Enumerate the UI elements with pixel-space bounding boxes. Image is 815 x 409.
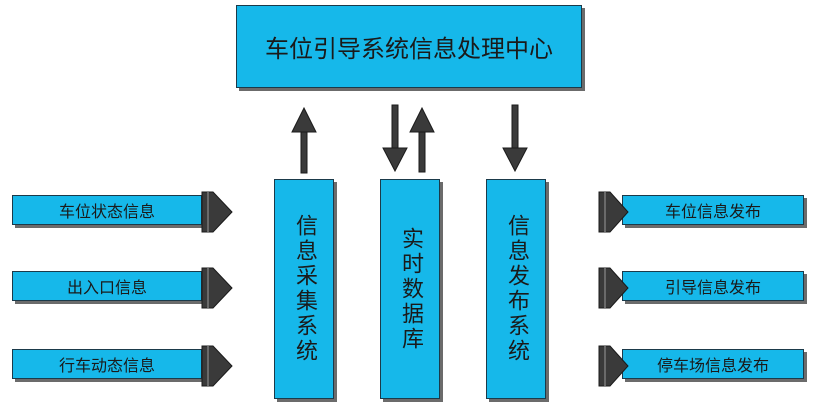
input-label-1: 车位状态信息 bbox=[58, 202, 155, 221]
up-arrow-database-icon bbox=[409, 106, 435, 173]
input-arrowhead-1-icon bbox=[201, 191, 233, 233]
input-box-3: 行车动态信息 bbox=[12, 349, 202, 379]
output-box-2: 引导信息发布 bbox=[622, 271, 804, 301]
collection-system-label: 信息采集系统 bbox=[292, 214, 317, 364]
database-box: 实时数据库 bbox=[380, 179, 440, 399]
output-box-3: 停车场信息发布 bbox=[622, 349, 804, 379]
down-arrow-publish-icon bbox=[502, 104, 528, 173]
input-box-2: 出入口信息 bbox=[12, 271, 202, 301]
up-arrow-collection-icon bbox=[291, 106, 317, 174]
down-arrow-database-icon bbox=[382, 104, 408, 173]
input-arrowhead-3-icon bbox=[201, 345, 233, 387]
publish-system-box: 信息发布系统 bbox=[486, 179, 546, 399]
input-arrowhead-2-icon bbox=[201, 267, 233, 309]
output-box-1: 车位信息发布 bbox=[622, 195, 804, 225]
output-label-1: 车位信息发布 bbox=[664, 202, 761, 221]
publish-system-label: 信息发布系统 bbox=[504, 214, 529, 364]
input-box-1: 车位状态信息 bbox=[12, 195, 202, 225]
input-label-2: 出入口信息 bbox=[66, 278, 147, 297]
center-box: 车位引导系统信息处理中心 bbox=[236, 5, 582, 88]
output-label-3: 停车场信息发布 bbox=[656, 356, 769, 375]
input-label-3: 行车动态信息 bbox=[58, 356, 155, 375]
database-label: 实时数据库 bbox=[398, 226, 423, 352]
output-label-2: 引导信息发布 bbox=[664, 278, 761, 297]
center-label: 车位引导系统信息处理中心 bbox=[265, 35, 553, 63]
collection-system-box: 信息采集系统 bbox=[274, 179, 334, 399]
